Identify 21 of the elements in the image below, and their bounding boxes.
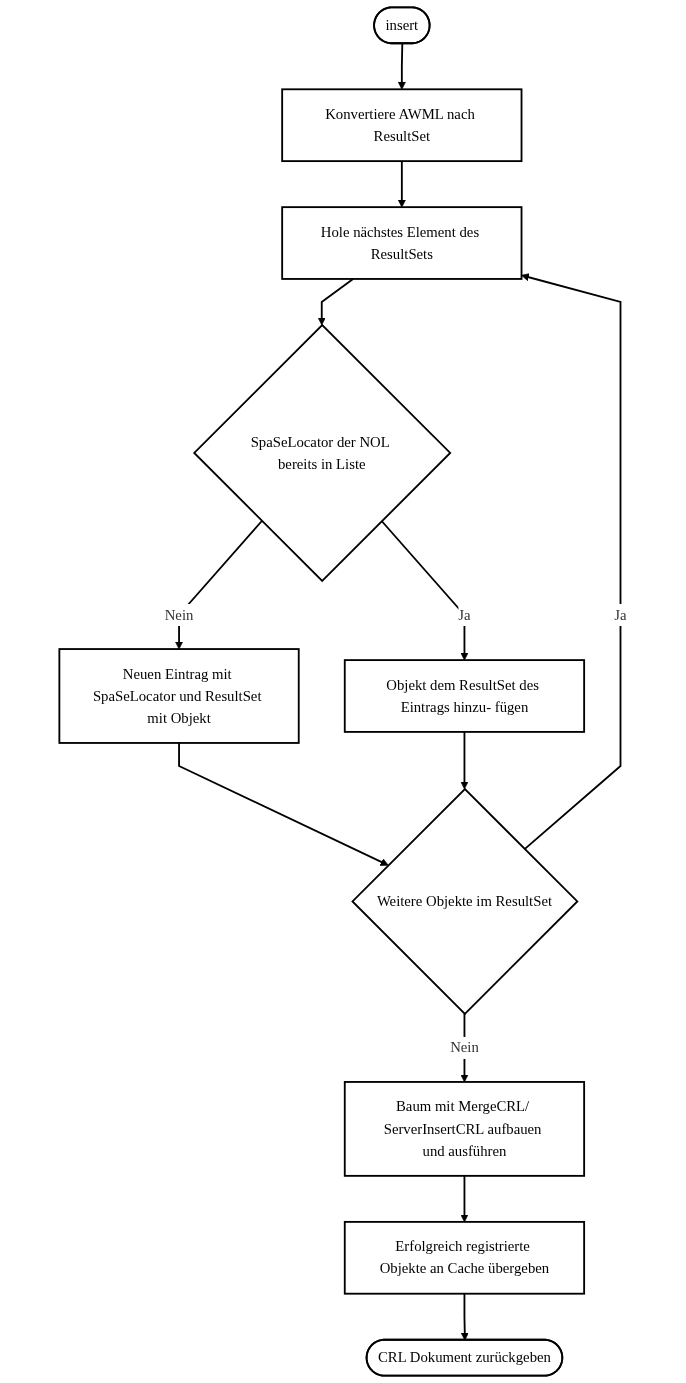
- arrow: [178, 742, 389, 866]
- node-box: Konvertiere AWML nach ResultSet: [281, 88, 523, 163]
- edge-label: Ja: [614, 606, 627, 623]
- edge-label: Nein: [164, 606, 194, 623]
- node-box: Erfolgreich registrierte Objekte an Cache übergeben: [343, 1220, 586, 1295]
- arrow: [317, 278, 354, 326]
- arrow: [521, 273, 622, 851]
- arrow: [460, 1292, 469, 1341]
- arrow: [397, 42, 406, 90]
- arrow: [460, 1174, 469, 1223]
- arrow: [397, 160, 406, 208]
- edge-label: Ja: [458, 606, 471, 623]
- arrow: [460, 731, 469, 790]
- node-diamond: SpaSeLocator der NOL bereits in Liste: [192, 323, 452, 583]
- arrow: [380, 520, 469, 661]
- node-diamond: Weitere Objekte im ResultSet: [351, 787, 579, 1016]
- node-box: Neuen Eintrag mit SpaSeLocator und ResultSet mit Objekt: [58, 648, 300, 744]
- node-box: Baum mit MergeCRL/ ServerInsertCRL aufbauen und ausführen: [343, 1081, 586, 1177]
- node-box: Hole nächstes Element des ResultSets: [281, 206, 523, 280]
- edge-label: Nein: [450, 1039, 479, 1056]
- node-box: Objekt dem ResultSet des Eintrags hinzu- fügen: [343, 659, 586, 733]
